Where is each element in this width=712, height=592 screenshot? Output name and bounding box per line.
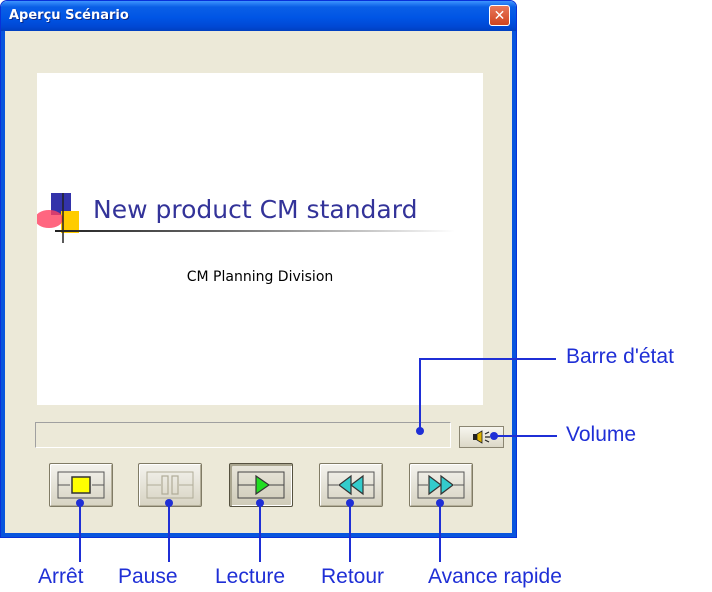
volume-callout-label: Volume	[566, 423, 637, 446]
stop-callout-label: Arrêt	[38, 565, 84, 588]
slide-preview: New product CM standard CM Planning Divi…	[37, 73, 483, 405]
pause-button[interactable]	[138, 463, 202, 507]
stop-button[interactable]	[49, 463, 113, 507]
pause-icon	[146, 471, 194, 499]
volume-button[interactable]	[459, 426, 504, 448]
fast-forward-callout-label: Avance rapide	[428, 565, 562, 588]
status-bar-callout-line-h	[419, 358, 556, 360]
rewind-icon	[327, 471, 375, 499]
stop-icon	[57, 471, 105, 499]
rewind-callout-label: Retour	[321, 565, 385, 588]
play-icon	[237, 471, 285, 499]
title-bar[interactable]: Aperçu Scénario ✕	[1, 1, 516, 31]
slide-title-underline	[55, 230, 455, 232]
pause-callout-line	[168, 502, 170, 562]
stop-callout-line	[79, 502, 81, 562]
pause-callout-label: Pause	[118, 565, 178, 588]
volume-callout-line	[494, 435, 557, 437]
status-bar-callout-line-v	[419, 358, 421, 430]
close-icon: ✕	[493, 7, 506, 24]
window-frame-left	[1, 31, 5, 537]
close-button[interactable]: ✕	[489, 5, 510, 26]
fast-forward-icon	[417, 471, 465, 499]
fast-forward-callout-line	[439, 502, 441, 562]
status-bar-callout-dot	[416, 427, 424, 435]
slide-decoration-icon	[37, 193, 79, 243]
scenario-preview-window: Aperçu Scénario ✕ New product CM standar…	[0, 0, 517, 538]
rewind-callout-line	[349, 502, 351, 562]
speaker-icon	[472, 430, 490, 444]
window-title: Aperçu Scénario	[9, 8, 129, 23]
window-frame-right	[512, 31, 516, 537]
slide-title: New product CM standard	[93, 195, 418, 224]
play-callout-label: Lecture	[215, 565, 286, 588]
slide-subtitle: CM Planning Division	[186, 269, 334, 285]
status-bar-callout-label: Barre d'état	[566, 345, 674, 368]
play-callout-line	[259, 502, 261, 562]
window-frame-bottom	[1, 533, 516, 537]
status-bar	[35, 422, 451, 448]
